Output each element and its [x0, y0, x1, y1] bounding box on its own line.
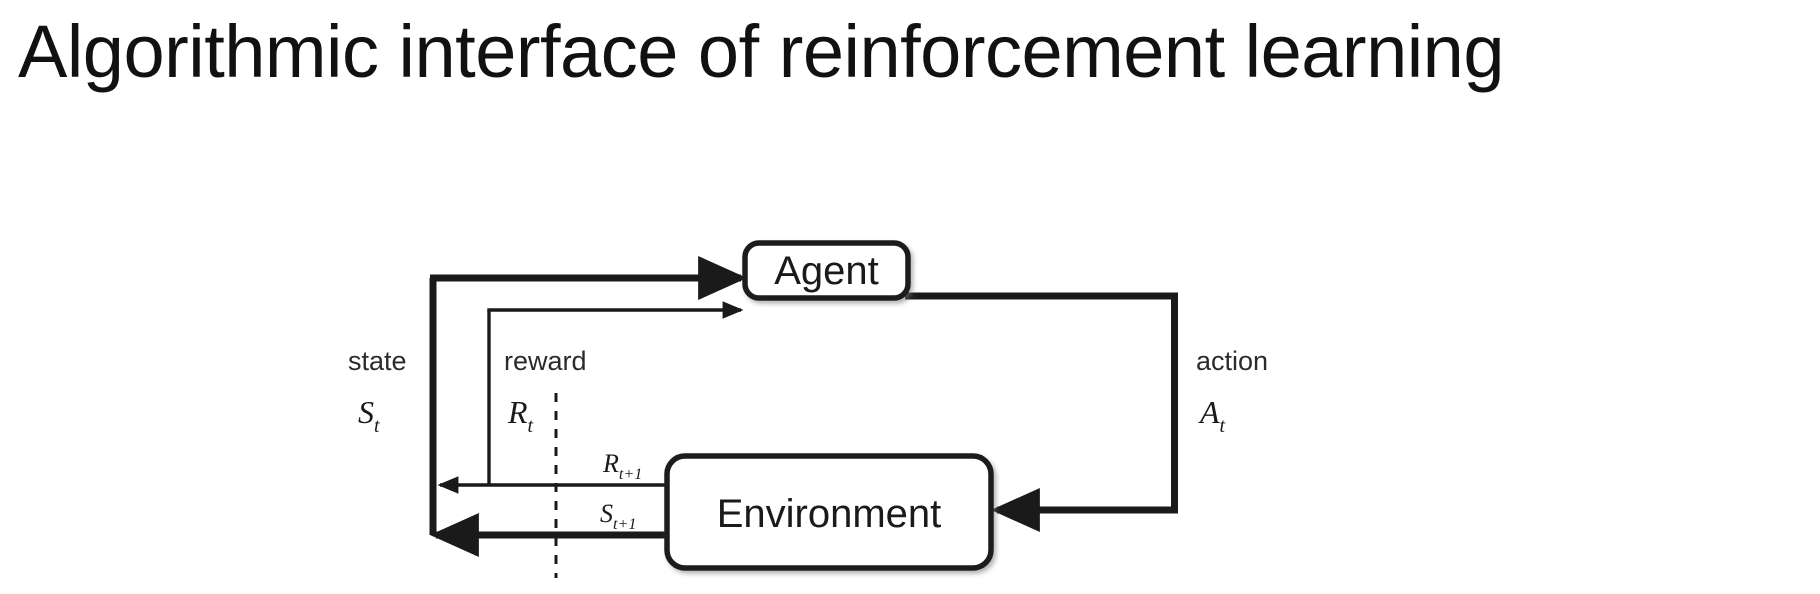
next-state-symbol-base: S [600, 499, 613, 528]
action-symbol-base: A [1198, 394, 1220, 430]
reward-symbol-base: R [507, 394, 528, 430]
action-label: action [1196, 346, 1268, 376]
reward-label: reward [504, 346, 587, 376]
agent-label: Agent [774, 249, 879, 293]
node-agent[interactable]: Agent [742, 240, 911, 301]
next-reward-symbol-base: R [602, 449, 619, 478]
next-state-symbol-subscript: t+1 [613, 516, 636, 533]
rl-loop-diagram: Agent Environment state St reward Rt act… [0, 180, 1400, 594]
action-symbol-subscript: t [1220, 415, 1226, 437]
action-symbol: At [1198, 394, 1226, 437]
state-symbol: St [358, 394, 380, 437]
next-state-symbol: St+1 [600, 499, 636, 533]
reward-symbol-subscript: t [528, 415, 534, 437]
state-label: state [348, 346, 407, 376]
reward-symbol: Rt [507, 394, 534, 437]
page-title: Algorithmic interface of reinforcement l… [18, 10, 1504, 93]
state-symbol-base: S [358, 394, 374, 430]
state-symbol-subscript: t [374, 415, 380, 437]
environment-label: Environment [717, 492, 942, 536]
next-reward-symbol-subscript: t+1 [619, 466, 642, 483]
next-reward-symbol: Rt+1 [602, 449, 642, 483]
agent-box-shape [742, 240, 911, 301]
environment-box-shape [664, 453, 994, 571]
node-environment[interactable]: Environment [664, 453, 994, 571]
